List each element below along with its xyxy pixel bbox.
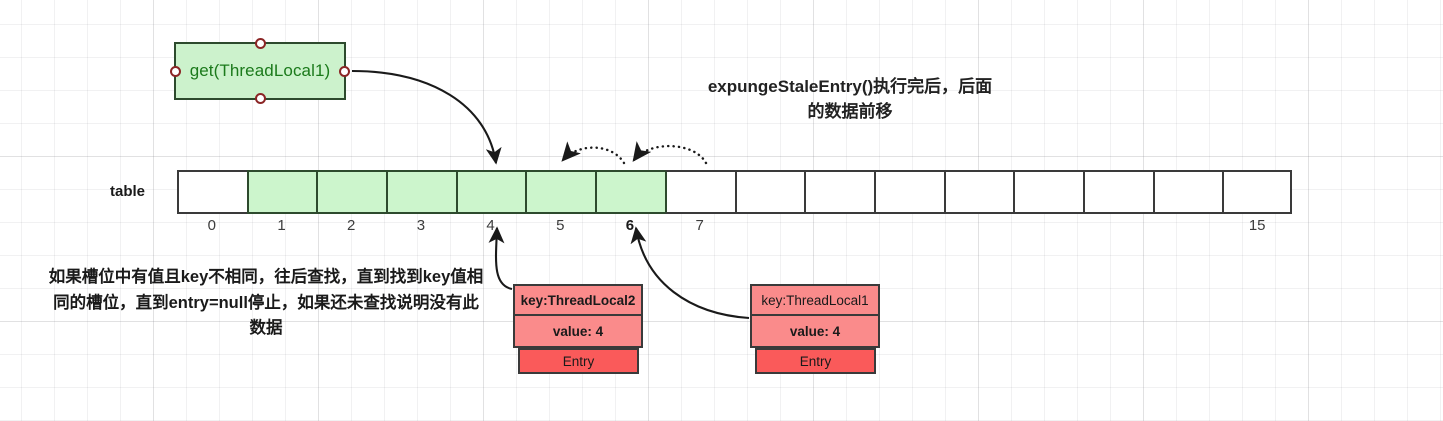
connection-handle-top-icon[interactable] — [254, 38, 266, 49]
table-slot-15[interactable] — [1222, 170, 1292, 214]
lookup-rule-note: 如果槽位中有值且key不相同，往后查找，直到找到key值相同的槽位，直到entr… — [48, 268, 484, 338]
table-index-label-1: 1 — [277, 217, 286, 234]
table-slot-0[interactable] — [177, 170, 247, 214]
table-slot-6[interactable] — [595, 170, 665, 214]
table-index-label-3: 3 — [416, 217, 426, 234]
connector-shift-arc-right — [632, 141, 708, 165]
table-index-label-5: 5 — [556, 217, 565, 234]
table-index-label-15: 15 — [1248, 217, 1266, 234]
entry-card-threadlocal1[interactable]: key:ThreadLocal1 value: 4 Entry — [750, 284, 880, 374]
table-index-label-10 — [874, 217, 944, 239]
entry-value: value: 4 — [513, 316, 643, 348]
table-index-label-12 — [1013, 217, 1083, 239]
entry-footer: Entry — [755, 348, 876, 374]
connection-handle-left-icon[interactable] — [170, 65, 181, 77]
connector-get-to-slot4 — [351, 69, 502, 165]
connector-entry1-to-slot6 — [630, 226, 750, 320]
entry-card-threadlocal2[interactable]: key:ThreadLocal2 value: 4 Entry — [513, 284, 643, 374]
table-slot-14[interactable] — [1152, 170, 1223, 214]
table-index-label-4: 4 — [486, 217, 495, 234]
table-index-label-2: 2 — [347, 217, 356, 234]
entry-value: value: 4 — [750, 316, 880, 348]
table-slot-3[interactable] — [386, 170, 456, 214]
table-slot-5[interactable] — [525, 170, 596, 214]
table-slot-10[interactable] — [873, 170, 944, 214]
table-index-row: 0 1 2 3 4 5 6 7 15 — [177, 217, 1292, 239]
table-index-label-8 — [735, 217, 805, 239]
get-threadlocal-node[interactable]: get(ThreadLocal1) — [170, 38, 350, 104]
table-slot-11[interactable] — [943, 170, 1014, 214]
table-slot-4[interactable] — [455, 170, 526, 214]
entry-footer: Entry — [518, 348, 639, 374]
table-slot-13[interactable] — [1082, 170, 1153, 214]
table-slot-9[interactable] — [804, 170, 874, 214]
connector-shift-arc-left — [561, 141, 626, 165]
table-slot-2[interactable] — [316, 170, 387, 214]
entry-key: key:ThreadLocal2 — [513, 284, 643, 316]
table-slot-1[interactable] — [246, 170, 317, 214]
connection-handle-bottom-icon[interactable] — [254, 93, 266, 104]
table-index-label-6: 6 — [625, 217, 635, 234]
get-node-label: get(ThreadLocal1) — [189, 61, 331, 80]
table-slot-7[interactable] — [664, 170, 735, 214]
table-index-label-11 — [944, 217, 1014, 239]
table-index-label-14 — [1153, 217, 1223, 239]
entry-key: key:ThreadLocal1 — [750, 284, 880, 316]
table-index-label-9 — [804, 217, 874, 239]
table-index-label-7: 7 — [695, 217, 704, 234]
table-slot-8[interactable] — [734, 170, 805, 214]
table-slot-12[interactable] — [1013, 170, 1083, 214]
diagram-heading: expungeStaleEntry()执行完后，后面的数据前移 — [707, 77, 993, 121]
table-label: table — [110, 183, 146, 200]
table-index-label-0: 0 — [207, 217, 217, 234]
table-slot-row — [177, 170, 1292, 214]
table-index-label-13 — [1083, 217, 1153, 239]
connection-handle-right-icon[interactable] — [339, 65, 350, 77]
